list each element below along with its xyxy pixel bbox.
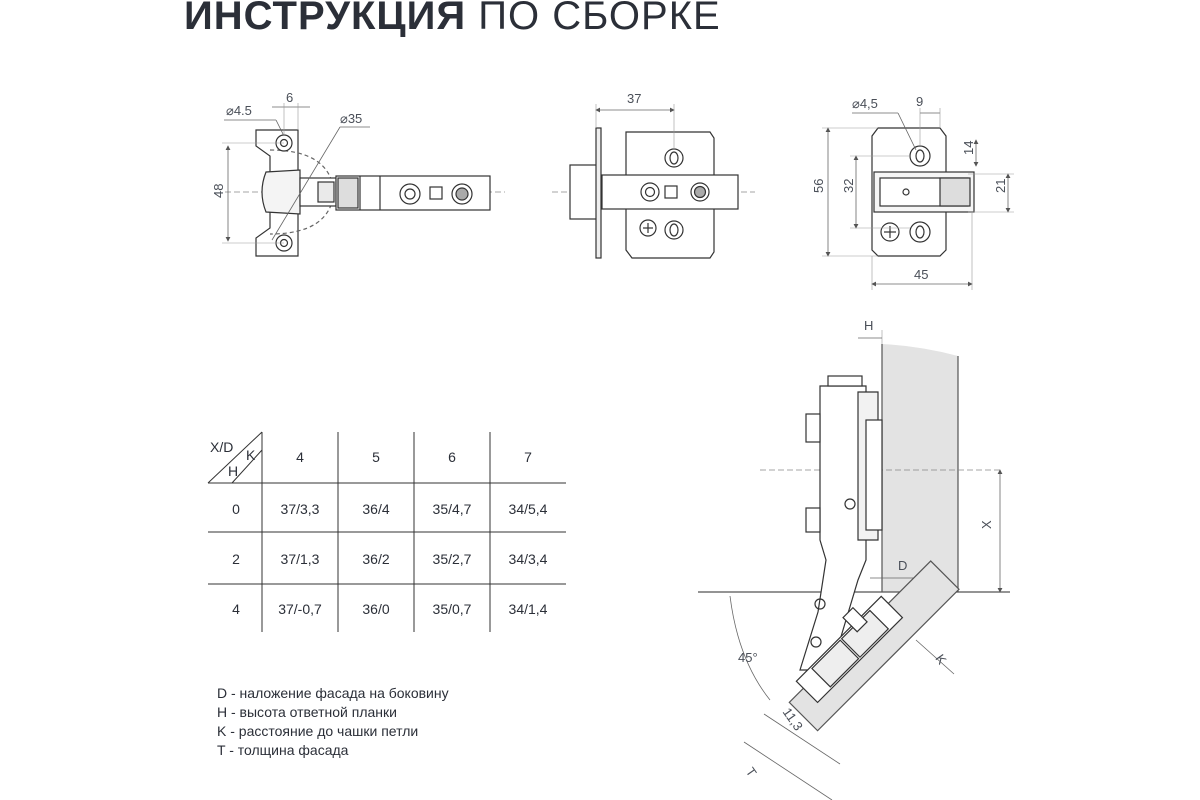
legend-item: D - наложение фасада на боковину	[217, 685, 449, 701]
front-view	[222, 103, 505, 257]
table-cell: 35/4,7	[433, 501, 472, 517]
front-hole-dia: ⌀4.5	[226, 103, 252, 118]
table-cell: 35/2,7	[433, 551, 472, 567]
overlay-table	[207, 431, 566, 632]
table-row-header: 2	[232, 551, 240, 567]
legend-item: K - расстояние до чашки петли	[217, 723, 419, 739]
table-cell: 36/4	[362, 501, 389, 517]
plate-height: 56	[811, 179, 826, 193]
table-header-h: H	[228, 463, 238, 479]
front-hole-offset: 6	[286, 90, 293, 105]
plate-hole-depth: 14	[961, 141, 976, 155]
table-column-header: 7	[524, 449, 532, 465]
table-column-header: 4	[296, 449, 304, 465]
table-body: 4 5 6 7 0 37/3,3 36/4 35/4,7 34/5,4 2 37/1,3 36/2 35…	[232, 449, 548, 617]
installation-view	[698, 330, 1010, 800]
plate-slot: 21	[993, 179, 1008, 193]
install-x: X	[979, 520, 994, 529]
title-normal: ПО СБОРКЕ	[478, 0, 721, 38]
plate-inner: 32	[841, 179, 856, 193]
table-cell: 37/1,3	[281, 551, 320, 567]
table-row-header: 4	[232, 601, 240, 617]
install-k: K	[932, 651, 949, 667]
install-h: H	[864, 318, 873, 333]
legend-item: H - высота ответной планки	[217, 704, 397, 720]
table-column-header: 5	[372, 449, 380, 465]
front-cup-dia: ⌀35	[340, 111, 362, 126]
table-cell: 37/-0,7	[278, 601, 322, 617]
table-column-header: 6	[448, 449, 456, 465]
legend-item: T - толщина фасада	[217, 742, 349, 758]
table-cell: 34/1,4	[509, 601, 548, 617]
side-view	[552, 104, 755, 259]
install-t: T	[743, 764, 760, 779]
plate-width: 45	[914, 267, 928, 282]
table-cell: 36/2	[362, 551, 389, 567]
install-angle: 45°	[738, 650, 758, 665]
table-cell: 34/3,4	[509, 551, 548, 567]
table-cell: 35/0,7	[433, 601, 472, 617]
page-title: ИНСТРУКЦИЯ ПО СБОРКЕ	[184, 0, 721, 39]
table-cell: 34/5,4	[509, 501, 548, 517]
plate-hole-offset: 9	[916, 94, 923, 109]
table-row-header: 0	[232, 501, 240, 517]
plate-hole-dia: ⌀4,5	[852, 96, 878, 111]
title-bold: ИНСТРУКЦИЯ	[184, 0, 467, 38]
table-header-k: K	[246, 447, 256, 463]
install-d: D	[898, 558, 907, 573]
front-height: 48	[211, 184, 226, 198]
plate-view	[822, 108, 1014, 290]
table-cell: 37/3,3	[281, 501, 320, 517]
legend: D - наложение фасада на боковину H - выс…	[217, 684, 449, 760]
side-length: 37	[627, 91, 641, 106]
table-header-xd: X/D	[210, 439, 233, 455]
table-cell: 36/0	[362, 601, 389, 617]
